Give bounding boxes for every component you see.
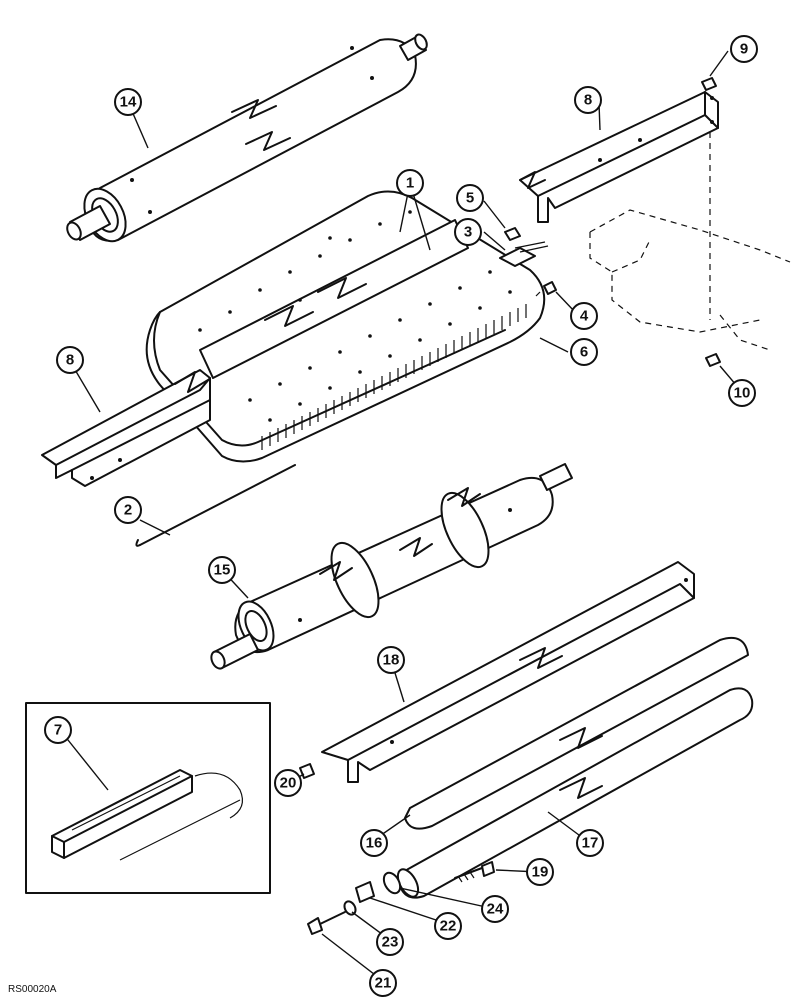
svg-text:17: 17 xyxy=(582,835,599,852)
callout-21: 21 xyxy=(369,969,397,997)
callout-17: 17 xyxy=(576,829,604,857)
callout-15: 15 xyxy=(208,556,236,584)
callout-7: 7 xyxy=(44,716,72,744)
svg-text:1: 1 xyxy=(406,175,414,192)
svg-text:15: 15 xyxy=(214,562,231,579)
fasteners xyxy=(299,77,721,935)
callout-3: 3 xyxy=(454,218,482,246)
lower-belt-guide xyxy=(41,369,211,487)
callout-22: 22 xyxy=(434,912,462,940)
callout-18: 18 xyxy=(377,646,405,674)
svg-text:16: 16 xyxy=(366,835,383,852)
lower-roller xyxy=(210,463,573,670)
callout-5: 5 xyxy=(456,184,484,212)
svg-text:19: 19 xyxy=(532,864,549,881)
callout-2: 2 xyxy=(114,496,142,524)
machine-frame-phantom xyxy=(589,132,791,351)
svg-text:8: 8 xyxy=(66,352,74,369)
svg-text:5: 5 xyxy=(466,190,474,207)
belt-connector-hardware xyxy=(499,227,557,297)
svg-text:18: 18 xyxy=(383,652,400,669)
callout-10: 10 xyxy=(728,379,756,407)
svg-text:22: 22 xyxy=(440,918,457,935)
callout-23: 23 xyxy=(376,928,404,956)
callout-24: 24 xyxy=(481,895,509,923)
svg-text:8: 8 xyxy=(584,92,592,109)
svg-text:9: 9 xyxy=(740,41,748,58)
callout-9: 9 xyxy=(730,35,758,63)
callout-14: 14 xyxy=(114,88,142,116)
svg-text:24: 24 xyxy=(487,901,504,918)
svg-text:20: 20 xyxy=(280,775,297,792)
upper-belt-guide xyxy=(519,91,719,223)
drawing-code: RS00020A xyxy=(8,984,57,995)
callout-1: 1 xyxy=(396,169,424,197)
callout-19: 19 xyxy=(526,858,554,886)
lacing-tool-inset xyxy=(25,702,271,894)
svg-text:4: 4 xyxy=(580,308,589,325)
svg-text:2: 2 xyxy=(124,502,132,519)
conveyor-belt xyxy=(145,190,546,463)
callout-4: 4 xyxy=(570,302,598,330)
svg-text:23: 23 xyxy=(382,934,399,951)
lacing-pin xyxy=(135,464,296,547)
svg-text:7: 7 xyxy=(54,722,62,739)
svg-text:3: 3 xyxy=(464,224,472,241)
callout-16: 16 xyxy=(360,829,388,857)
callout-8-right: 8 xyxy=(574,86,602,114)
upper-roller xyxy=(66,33,428,243)
svg-text:21: 21 xyxy=(375,975,392,992)
callout-8-left: 8 xyxy=(56,346,84,374)
svg-text:6: 6 xyxy=(580,344,588,361)
svg-text:10: 10 xyxy=(734,385,751,402)
callout-20: 20 xyxy=(274,769,302,797)
scraper-assembly xyxy=(321,561,754,899)
svg-text:14: 14 xyxy=(120,94,137,111)
callout-6: 6 xyxy=(570,338,598,366)
